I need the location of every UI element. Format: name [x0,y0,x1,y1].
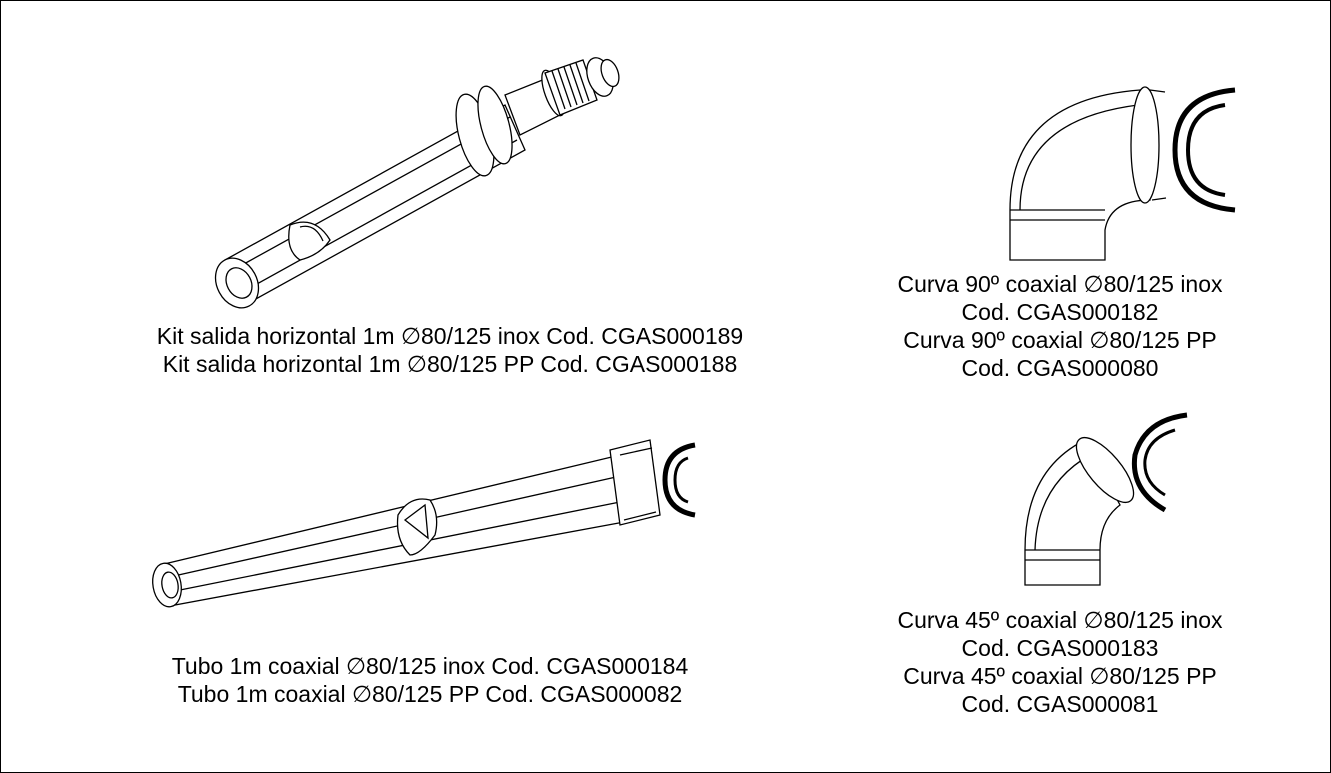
caption-line: Curva 45º coaxial ∅80/125 PP [903,663,1217,689]
caption-line: Cod. CGAS000183 [961,635,1159,661]
horizontal-outlet-kit-illustration [205,55,635,309]
caption-line: Tubo 1m coaxial ∅80/125 inox Cod. CGAS00… [171,653,689,679]
elbow-45-caption: Curva 45º coaxial ∅80/125 inox Cod. CGAS… [840,606,1280,718]
caption-line: Curva 90º coaxial ∅80/125 PP [903,327,1217,353]
caption-line: Kit salida horizontal 1m ∅80/125 inox Co… [156,323,744,349]
caption-line: Curva 90º coaxial ∅80/125 inox [897,271,1223,297]
caption-line: Curva 45º coaxial ∅80/125 inox [897,607,1223,633]
horizontal-outlet-kit-caption: Kit salida horizontal 1m ∅80/125 inox Co… [120,322,780,378]
elbow-90-illustration [990,60,1250,265]
caption-line: Cod. CGAS000080 [961,355,1159,381]
coaxial-tube-caption: Tubo 1m coaxial ∅80/125 inox Cod. CGAS00… [120,652,740,708]
elbow-90-caption: Curva 90º coaxial ∅80/125 inox Cod. CGAS… [840,270,1280,382]
caption-line: Cod. CGAS000182 [961,299,1159,325]
coaxial-tube-illustration [140,420,720,610]
caption-line: Cod. CGAS000081 [961,691,1159,717]
elbow-45-illustration [1015,410,1205,590]
caption-line: Tubo 1m coaxial ∅80/125 PP Cod. CGAS0000… [177,681,683,707]
caption-line: Kit salida horizontal 1m ∅80/125 PP Cod.… [162,351,738,377]
